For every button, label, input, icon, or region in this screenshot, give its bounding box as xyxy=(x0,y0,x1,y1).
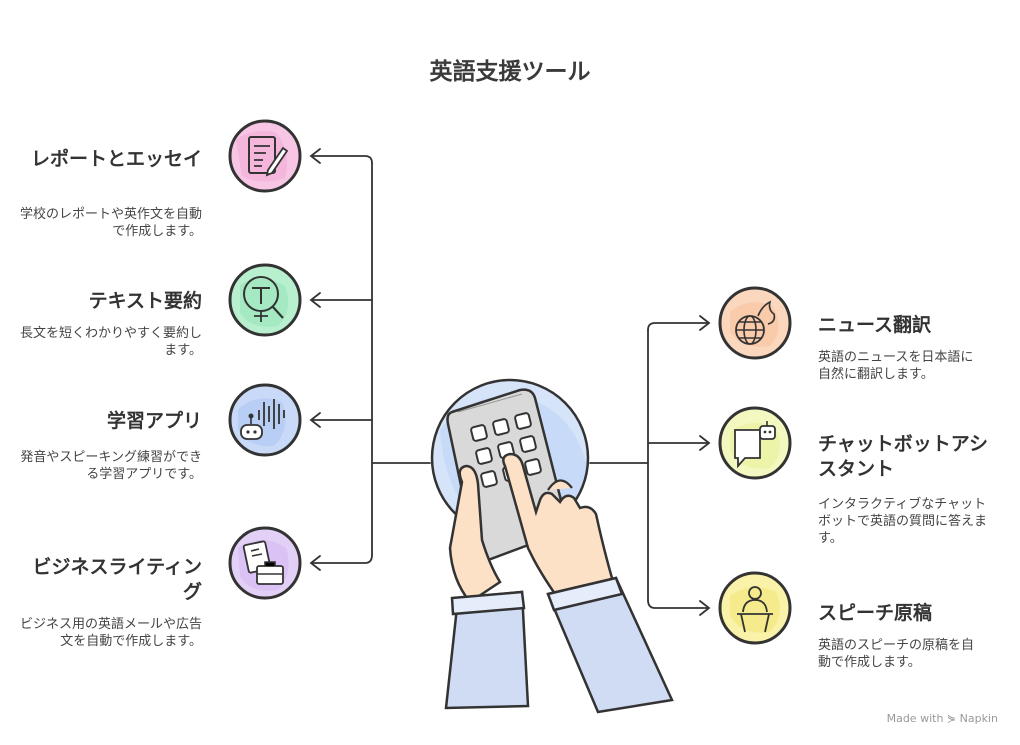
item-desc-text-summary: 長文を短くわかりやすく要約します。 xyxy=(20,326,203,358)
connector-left-1 xyxy=(312,155,373,164)
footer-brand: Napkin xyxy=(959,712,998,725)
diagram-title: 英語支援ツール xyxy=(429,59,591,85)
chatbot-icon xyxy=(718,406,792,480)
left-connectors xyxy=(309,148,431,571)
right-connectors xyxy=(589,315,711,616)
item-desc-business-writing: ビジネス用の英語メールや広告文を自動で作成します。 xyxy=(20,617,203,649)
item-title-speech-script: スピーチ原稿 xyxy=(818,602,933,624)
napkin-logo-icon: ⋟ xyxy=(946,712,957,725)
arrowhead-right-1 xyxy=(699,315,711,331)
item-title-learning-app: 学習アプリ xyxy=(106,410,202,432)
arrowhead-left-4 xyxy=(309,555,321,571)
voice-robot-icon xyxy=(228,383,302,457)
footer-made-with: Made with xyxy=(886,712,944,725)
arrowhead-right-2 xyxy=(699,435,711,451)
arrowhead-left-2 xyxy=(309,292,321,308)
document-pencil-icon xyxy=(228,119,302,193)
item-desc-learning-app: 発音やスピーキング練習ができる学習アプリです。 xyxy=(20,450,202,482)
item-title-news-translation: ニュース翻訳 xyxy=(818,314,932,336)
item-desc-reports-essays: 学校のレポートや英作文を自動で作成します。 xyxy=(20,207,203,239)
item-desc-chatbot-assistant: インタラクティブなチャットボットで英語の質問に答えます。 xyxy=(818,497,988,546)
connector-right-1 xyxy=(647,322,708,331)
connector-left-4 xyxy=(312,554,373,564)
item-title-business-writing: ビジネスライティング xyxy=(32,556,202,603)
item-desc-speech-script: 英語のスピーチの原稿を自動で作成します。 xyxy=(818,638,975,670)
speaker-podium-icon xyxy=(718,571,792,645)
item-title-chatbot-assistant: チャットボットアシスタント xyxy=(818,433,989,480)
connector-right-3 xyxy=(647,599,708,609)
hands-keypad-icon xyxy=(430,378,674,714)
arrowhead-right-3 xyxy=(699,600,711,616)
item-title-text-summary: テキスト要約 xyxy=(88,290,202,312)
briefcase-documents-icon xyxy=(228,526,302,600)
item-desc-news-translation: 英語のニュースを日本語に自然に翻訳します。 xyxy=(818,350,974,382)
footer-credit: Made with ⋟ Napkin xyxy=(887,712,998,725)
arrowhead-left-3 xyxy=(309,412,321,428)
text-magnify-icon xyxy=(228,263,302,337)
globe-fire-icon xyxy=(718,286,792,360)
item-title-reports-essays: レポートとエッセイ xyxy=(30,148,202,170)
arrowhead-left-1 xyxy=(309,148,321,164)
